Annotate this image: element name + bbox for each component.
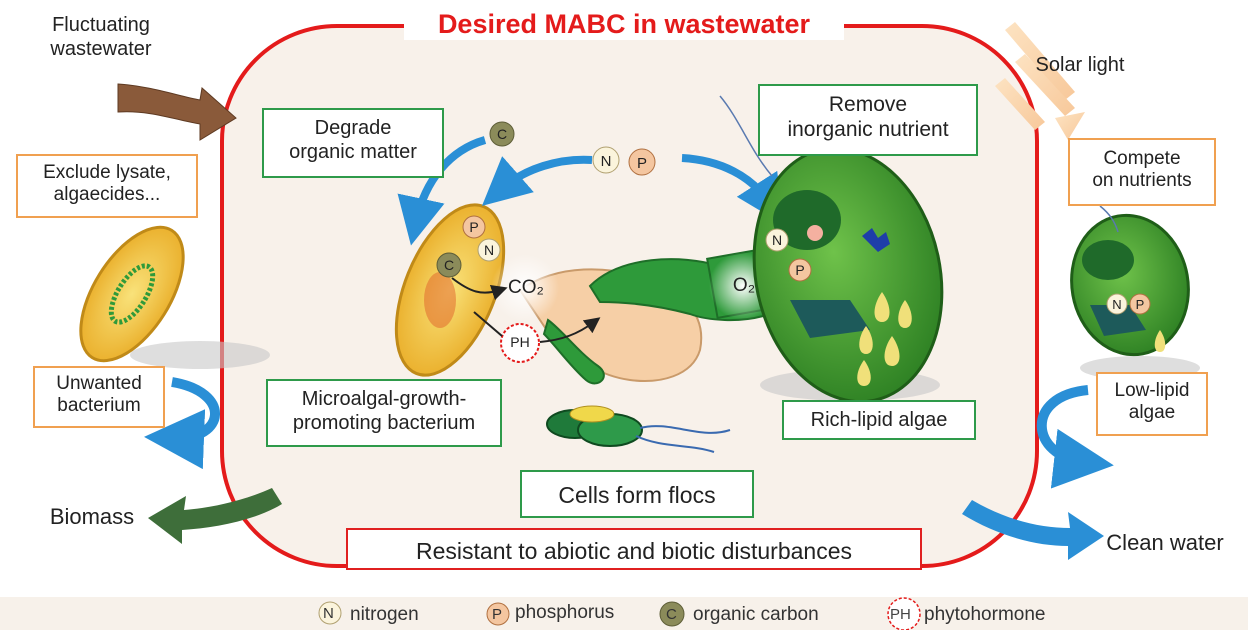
co2-label: CO₂ bbox=[508, 277, 544, 298]
phytohormone-badge bbox=[500, 323, 540, 363]
np-to-bacterium-arrow bbox=[481, 155, 593, 206]
mgpb-box: Microalgal-growth- promoting bacterium bbox=[266, 379, 502, 447]
small-algae-p-nutrient bbox=[1129, 293, 1151, 315]
svg-text:N: N bbox=[772, 232, 782, 248]
svg-text:P: P bbox=[795, 262, 804, 278]
legend-bar bbox=[0, 597, 1248, 630]
svg-text:N: N bbox=[484, 242, 494, 258]
ph-badge-label: PH bbox=[510, 334, 530, 350]
svg-text:P: P bbox=[469, 219, 478, 235]
solar-light-rays bbox=[995, 22, 1085, 140]
right-cleanwater-flow-arrow bbox=[1036, 385, 1114, 489]
left-biomass-flow-arrow bbox=[144, 377, 220, 470]
svg-text:P: P bbox=[1136, 297, 1145, 312]
cells-form-flocs-box: Cells form flocs bbox=[520, 470, 754, 518]
clean-water-label: Clean water bbox=[1106, 530, 1224, 555]
fluctuating-wastewater-label: Fluctuating wastewater bbox=[50, 14, 152, 60]
algae-n-nutrient bbox=[765, 228, 789, 252]
unwanted-bacterium-box: Unwanted bacterium bbox=[33, 366, 165, 428]
compete-on-nutrients-box: Compete on nutrients bbox=[1068, 138, 1216, 206]
algae-p-nutrient bbox=[788, 258, 812, 282]
low-lipid-algae bbox=[1070, 213, 1200, 380]
np-to-algae-arrow bbox=[681, 154, 783, 225]
legend-phosphorus-label: phosphorus bbox=[515, 602, 615, 623]
o2-label: O₂ bbox=[732, 275, 756, 296]
compete-label-connector bbox=[1099, 205, 1119, 233]
resistant-disturbances-box: Resistant to abiotic and biotic disturba… bbox=[346, 528, 922, 570]
carbon-nutrient bbox=[489, 121, 515, 147]
legend-carbon-label: organic carbon bbox=[693, 604, 819, 625]
legend-phytohormone-symbol: PH bbox=[890, 606, 911, 623]
phosphorus-nutrient bbox=[628, 148, 656, 176]
bacterium-p-nutrient bbox=[462, 215, 486, 239]
legend-carbon-symbol: C bbox=[666, 606, 677, 623]
bacterium-n-nutrient bbox=[477, 238, 501, 262]
biomass-label: Biomass bbox=[49, 504, 135, 529]
solar-light-label: Solar light bbox=[1035, 54, 1125, 76]
svg-text:P: P bbox=[637, 155, 647, 172]
floc-cells bbox=[546, 405, 731, 453]
biomass-arrow bbox=[148, 488, 282, 544]
wastewater-arrow bbox=[117, 83, 237, 141]
bacterium-ph-link bbox=[473, 311, 503, 337]
legend-nitrogen-symbol: N bbox=[323, 605, 334, 622]
rich-lipid-algae-box: Rich-lipid algae bbox=[782, 400, 976, 440]
unwanted-bacterium bbox=[79, 225, 270, 369]
diagram-title: Desired MABC in wastewater bbox=[404, 8, 844, 40]
svg-text:N: N bbox=[1112, 297, 1121, 312]
svg-text:C: C bbox=[444, 257, 454, 273]
bacterium-c-nutrient bbox=[436, 252, 462, 278]
legend-phosphorus-symbol: P bbox=[492, 606, 503, 623]
legend-nitrogen-label: nitrogen bbox=[350, 604, 419, 625]
low-lipid-algae-box: Low-lipid algae bbox=[1096, 372, 1208, 436]
exclude-lysate-box: Exclude lysate, algaecides... bbox=[16, 154, 198, 218]
legend-phytohormone-label: phytohormone bbox=[924, 604, 1046, 625]
co2-glow bbox=[491, 254, 559, 322]
clean-water-arrow bbox=[962, 500, 1104, 560]
small-algae-n-nutrient bbox=[1106, 293, 1128, 315]
degrade-organic-matter-box: Degrade organic matter bbox=[262, 108, 444, 178]
ph-transfer-arrow bbox=[539, 317, 601, 343]
mgpb-bacterium bbox=[394, 203, 506, 377]
remove-inorganic-nutrient-box: Remove inorganic nutrient bbox=[758, 84, 978, 156]
remove-label-connector bbox=[719, 95, 773, 177]
co2-release-arrow bbox=[451, 277, 508, 301]
svg-text:C: C bbox=[497, 126, 507, 142]
nitrogen-nutrient bbox=[592, 146, 620, 174]
svg-text:N: N bbox=[601, 153, 612, 170]
